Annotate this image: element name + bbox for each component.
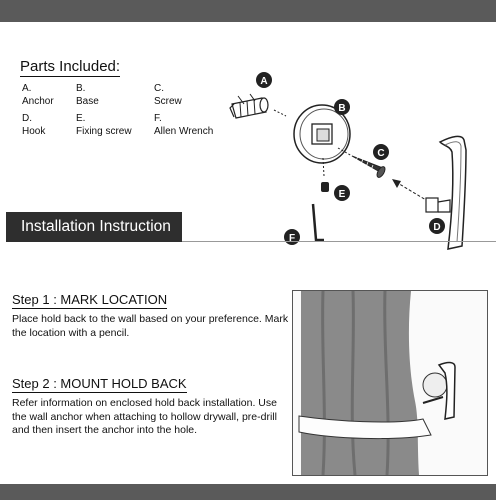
parts-heading: Parts Included: [20,58,121,77]
part-e-name: Fixing screw [76,126,132,137]
svg-text:C: C [377,148,384,159]
installation-banner: Installation Instruction [6,212,182,242]
part-c: C. Screw [154,82,182,108]
part-a-name: Anchor [22,96,54,107]
label-e-marker: E [334,185,350,201]
part-d: D. Hook [22,112,45,138]
svg-text:D: D [433,222,440,233]
svg-text:B: B [338,103,345,114]
svg-text:E: E [339,189,346,200]
part-c-name: Screw [154,96,182,107]
anchor-part [229,93,269,119]
allen-wrench-part [311,203,324,242]
svg-text:A: A [260,76,267,87]
step-2-text: Refer information on enclosed hold back … [12,397,277,436]
part-e-letter: E. [76,113,86,124]
top-bar [0,0,496,22]
part-f: F. Allen Wrench [154,112,213,138]
part-f-name: Allen Wrench [154,126,214,137]
curtain-illustration [292,290,488,476]
installation-banner-text: Installation Instruction [21,218,171,235]
part-d-name: Hook [22,126,46,137]
part-b-letter: B. [76,83,86,94]
parts-diagram: A B C D E F [229,72,467,250]
fixing-screw-part [321,182,329,192]
part-e: E. Fixing screw [76,112,132,138]
part-a-letter: A. [22,83,32,94]
label-d-marker: D [429,218,445,234]
step-1-text: Place hold back to the wall based on you… [12,313,289,339]
label-c-marker: C [373,144,389,160]
label-a-marker: A [256,72,272,88]
label-b-marker: B [334,99,350,115]
section-divider [182,241,496,242]
svg-text:F: F [289,233,295,244]
part-d-letter: D. [22,113,32,124]
bottom-bar [0,484,496,500]
part-a: A. Anchor [22,82,54,108]
screw-part [351,155,386,178]
base-part [293,104,351,164]
step-1-title: Step 1 : MARK LOCATION [12,292,168,309]
curtain-drawing [298,291,456,475]
step-2-title: Step 2 : MOUNT HOLD BACK [12,376,187,393]
part-b: B. Base [76,82,99,108]
hook-part [392,135,467,250]
part-c-letter: C. [154,83,164,94]
label-f-marker: F [284,229,300,245]
part-b-name: Base [76,96,99,107]
part-f-letter: F. [154,113,162,124]
